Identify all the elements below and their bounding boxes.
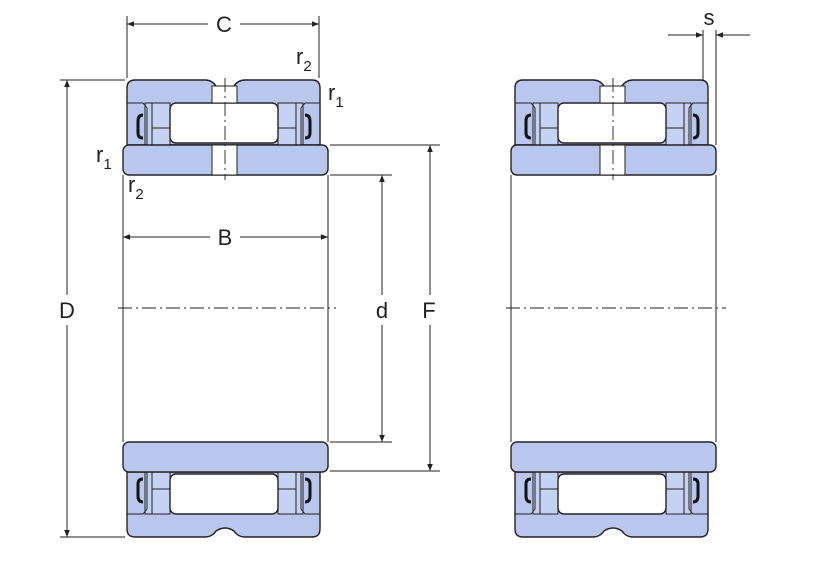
dimension-C: C	[126, 12, 320, 78]
label-r1-left: r1	[96, 142, 112, 173]
label-r1-top: r1	[328, 80, 344, 111]
label-r2-top: r2	[296, 44, 312, 75]
dimension-d: d	[330, 174, 392, 443]
dimension-s: s	[668, 5, 750, 145]
label-D: D	[59, 298, 75, 323]
right-bearing	[506, 77, 726, 539]
label-d: d	[376, 298, 388, 323]
label-s: s	[704, 5, 715, 30]
left-bearing	[118, 77, 336, 539]
label-B: B	[218, 225, 233, 250]
label-C: C	[216, 12, 232, 37]
label-r2-left: r2	[128, 172, 144, 203]
label-F: F	[422, 298, 435, 323]
radius-labels: r2 r1 r1 r2	[96, 44, 344, 203]
dimension-D: D	[59, 79, 125, 538]
dimension-B: B	[123, 225, 328, 250]
dimension-F: F	[330, 144, 440, 472]
